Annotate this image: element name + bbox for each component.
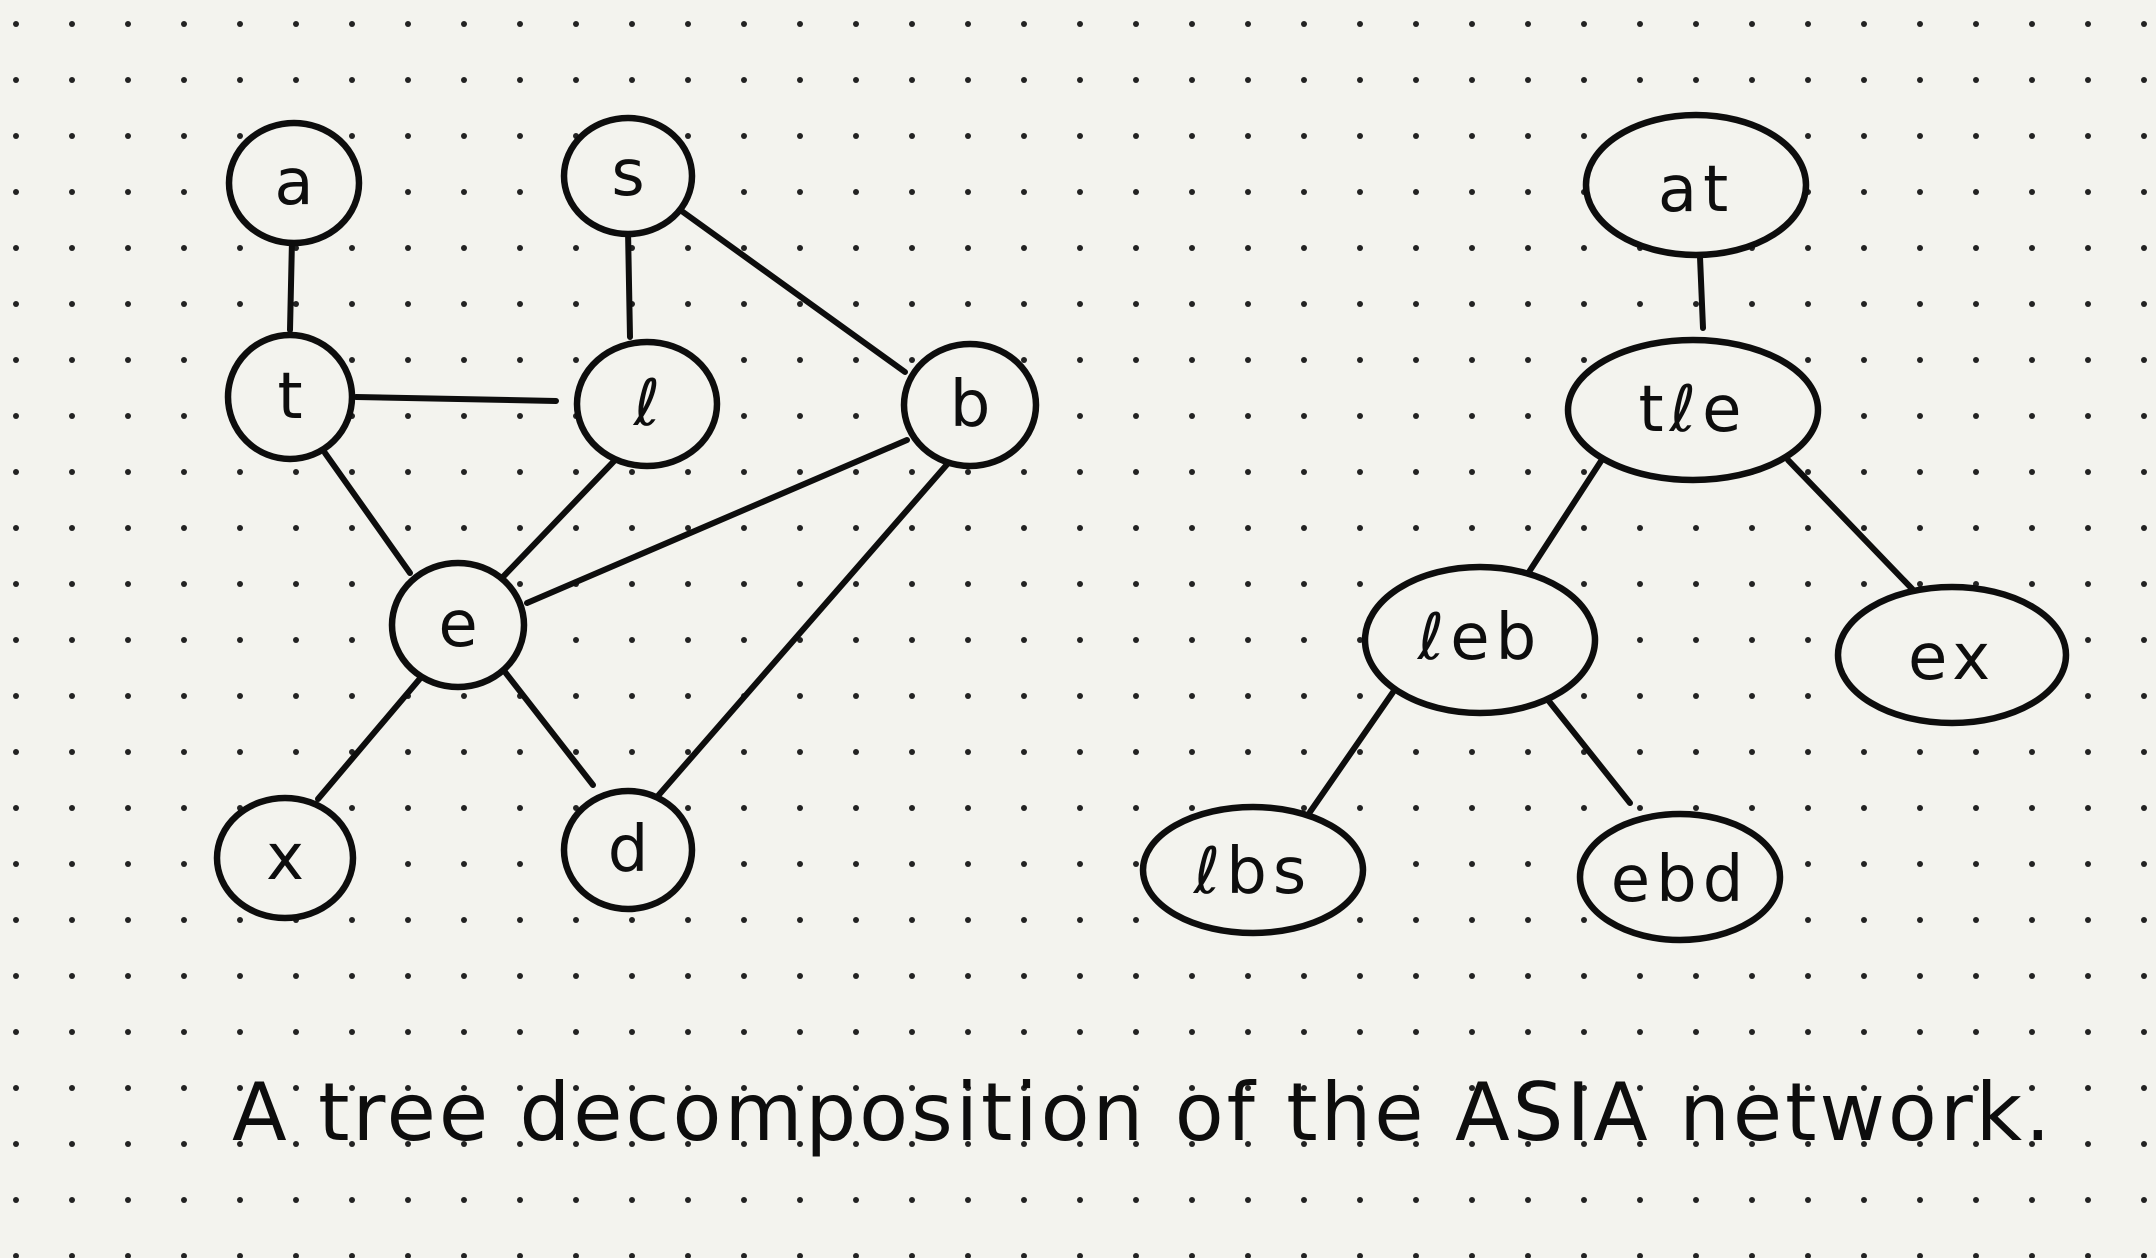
cluster-at: at: [1582, 111, 1810, 259]
edge-s-b: [680, 209, 908, 375]
edge-t-l: [353, 394, 559, 404]
node-label: x: [266, 821, 304, 895]
edge-b-e: [524, 437, 910, 606]
edge-e-x: [315, 672, 426, 802]
edge-a-t: [287, 237, 295, 333]
node-t: t: [224, 331, 356, 463]
tree-edge-leb-ebd: [1545, 697, 1633, 806]
tree-edge-tle-ex: [1785, 457, 1921, 598]
node-label: t: [277, 360, 302, 434]
node-label: d: [608, 813, 649, 887]
tree-edge-at-tle: [1697, 254, 1706, 331]
node-b: b: [900, 340, 1040, 470]
cluster-ebd: ebd: [1576, 810, 1784, 944]
node-label: a: [274, 146, 313, 220]
cluster-label: ℓbs: [1193, 835, 1312, 909]
cluster-label: tℓe: [1639, 373, 1748, 447]
edge-l-e: [497, 455, 620, 583]
cluster-ex: ex: [1834, 583, 2070, 727]
cluster-leb: ℓeb: [1361, 563, 1599, 717]
cluster-tle: tℓe: [1564, 336, 1822, 484]
node-label: b: [950, 368, 991, 442]
cluster-label: ex: [1908, 621, 1996, 695]
cluster-label: ebd: [1611, 843, 1750, 917]
edge-b-d: [654, 458, 953, 800]
node-s: s: [560, 114, 696, 238]
node-a: a: [225, 119, 363, 247]
edge-e-d: [502, 669, 596, 788]
node-x: x: [213, 794, 357, 922]
tree-decomposition: at tℓe ℓeb ex ℓbs ebd: [1139, 111, 2070, 944]
asia-network-graph: a s t ℓ b e x: [213, 114, 1040, 922]
edge-s-l: [625, 227, 633, 340]
node-label: ℓ: [633, 367, 660, 441]
cluster-label: ℓeb: [1417, 601, 1542, 675]
tree-edge-tle-leb: [1524, 455, 1606, 578]
cluster-label: at: [1658, 153, 1734, 227]
node-e: e: [388, 559, 528, 691]
caption: A tree decomposition of the ASIA network…: [232, 1066, 2054, 1159]
node-d: d: [560, 787, 696, 913]
cluster-lbs: ℓbs: [1139, 803, 1367, 937]
node-label: s: [611, 137, 644, 211]
node-l: ℓ: [573, 338, 721, 470]
tree-edge-leb-lbs: [1307, 682, 1401, 815]
edge-t-e: [322, 450, 413, 576]
node-label: e: [438, 588, 477, 662]
